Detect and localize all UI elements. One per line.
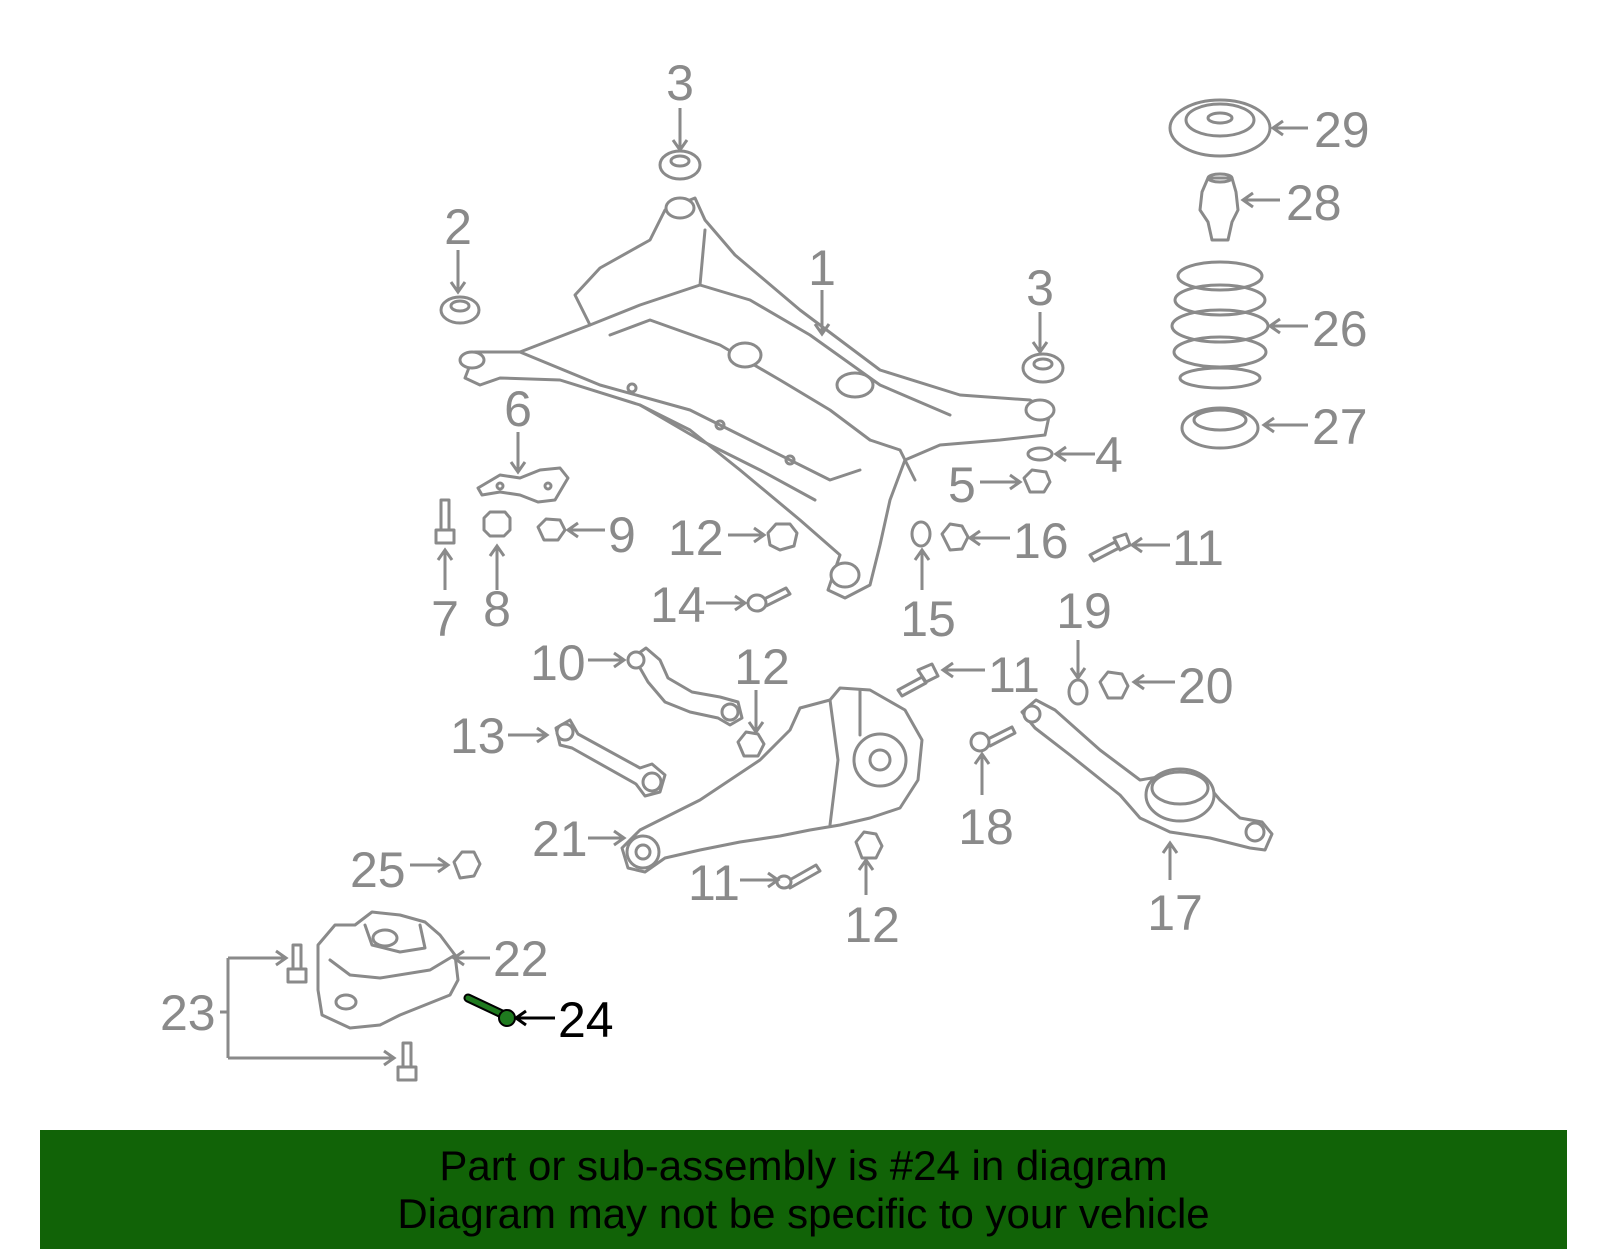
callout-19: 19 [1056,583,1112,639]
callout-2: 2 [444,199,472,255]
part-16-nut[interactable] [940,522,970,552]
callout-22: 22 [493,931,549,987]
part-25-nut[interactable] [452,850,482,880]
callout-7: 7 [431,591,459,647]
part-12-nut-mid[interactable] [736,730,766,758]
callout-11-center: 11 [988,647,1040,703]
part-11-bolt-center[interactable] [896,662,940,698]
part-23-bolt-lower[interactable] [396,1041,418,1082]
part-11-bolt-bottom[interactable] [775,863,822,890]
part-29-upper-seat[interactable] [1168,98,1272,158]
callout-1: 1 [808,240,836,296]
callout-5: 5 [948,457,976,513]
part-28-bump-stop[interactable] [1198,172,1240,242]
part-15-washer[interactable] [910,520,932,548]
part-6-bracket[interactable] [476,466,570,504]
callout-21: 21 [532,811,588,867]
callout-labels: 3 2 1 3 4 5 6 7 8 9 10 11 11 11 12 12 12… [160,55,1370,1048]
callout-12-mid: 12 [734,639,790,695]
callout-14: 14 [650,577,706,633]
callout-10: 10 [530,635,586,691]
callout-13: 13 [450,708,506,764]
callout-17: 17 [1147,885,1203,941]
part-18-bolt[interactable] [969,725,1017,753]
callout-4: 4 [1095,427,1123,483]
leader-lines [220,108,1308,1067]
callout-20: 20 [1178,658,1234,714]
part-9-nut[interactable] [536,517,567,542]
part-17-lower-arm[interactable] [1020,698,1274,852]
callout-3-top: 3 [666,55,694,111]
part-20-nut[interactable] [1098,670,1130,700]
callout-6: 6 [504,381,532,437]
part-22-mount-bracket[interactable] [316,910,460,1030]
callout-18: 18 [958,799,1014,855]
callout-16: 16 [1013,513,1069,569]
callout-11-right: 11 [1172,520,1224,576]
part-27-lower-seat[interactable] [1180,406,1260,450]
part-23-bolt-upper[interactable] [286,943,308,984]
callout-26: 26 [1312,301,1368,357]
callout-25: 25 [350,842,406,898]
callout-12-bottom: 12 [844,897,900,953]
callout-8: 8 [483,581,511,637]
callout-9: 9 [608,507,636,563]
callout-24-highlighted: 24 [558,992,614,1048]
part-13-lateral-link[interactable] [554,718,667,798]
part-1-subframe[interactable] [458,196,1056,600]
part-12-nut-top[interactable] [766,522,799,552]
part-11-bolt-right[interactable] [1088,532,1132,563]
callout-27: 27 [1312,399,1368,455]
part-10-upper-arm[interactable] [626,646,744,727]
part-21-trailing-arm[interactable] [620,686,924,874]
info-banner: Part or sub-assembly is #24 in diagram D… [40,1130,1567,1249]
part-5-nut[interactable] [1022,468,1052,494]
callout-3-right: 3 [1026,260,1054,316]
part-4-washer[interactable] [1026,446,1054,462]
part-8-nut[interactable] [482,510,512,538]
part-12-nut-bottom[interactable] [854,830,884,860]
part-2-bushing[interactable] [439,295,481,325]
callout-28: 28 [1286,175,1342,231]
parts-diagram: 3 2 1 3 4 5 6 7 8 9 10 11 11 11 12 12 12… [160,55,1370,1082]
banner-line-disclaimer: Diagram may not be specific to your vehi… [397,1190,1210,1237]
part-7-bolt[interactable] [434,498,456,545]
part-26-coil-spring[interactable] [1170,260,1270,390]
part-24-bolt-highlighted[interactable] [463,993,516,1027]
callout-15: 15 [900,591,956,647]
callout-11-bottom: 11 [688,855,740,911]
part-19-washer[interactable] [1067,678,1089,706]
part-3-upper-bushing[interactable] [658,149,702,181]
part-14-bolt[interactable] [746,586,792,613]
banner-line-part-number: Part or sub-assembly is #24 in diagram [439,1142,1168,1189]
callout-12-top: 12 [668,510,724,566]
callout-29: 29 [1314,102,1370,158]
callout-23: 23 [160,985,216,1041]
part-3-right-bushing[interactable] [1021,352,1065,384]
